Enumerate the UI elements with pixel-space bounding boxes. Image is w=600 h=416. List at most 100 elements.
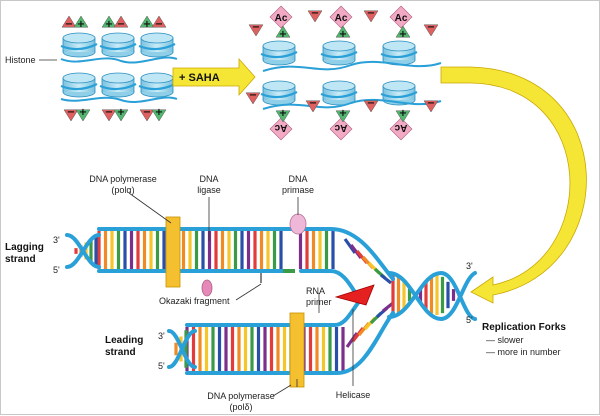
histone-tail-bottom: −: [139, 107, 155, 122]
svg-text:+: +: [399, 29, 407, 40]
svg-text:−: −: [249, 90, 257, 101]
lagging-five-prime: 5': [53, 265, 60, 275]
parental-strand-a: [387, 271, 477, 322]
svg-text:+: +: [399, 108, 407, 119]
histone-tail-top: +: [275, 25, 291, 40]
acetyl-tag: Ac: [269, 5, 293, 29]
histone-tail-top: +: [395, 25, 411, 40]
dna-polymerase-delta-label: DNA polymerase: [207, 391, 275, 401]
svg-text:−: −: [155, 19, 163, 30]
svg-text:+: +: [117, 107, 125, 118]
svg-text:−: −: [367, 8, 375, 19]
dna-ligase-sub-label: ligase: [197, 185, 221, 195]
dna-primase-sub-label: primase: [282, 185, 314, 195]
svg-text:+: +: [143, 19, 151, 30]
leading-strand-label: Leading: [105, 335, 143, 346]
acetyl-tag: Ac: [329, 117, 353, 141]
svg-text:Ac: Ac: [395, 13, 408, 24]
leading-strand-sub-label: strand: [105, 347, 136, 358]
replication-forks-title: Replication Forks: [482, 322, 566, 333]
svg-text:−: −: [252, 22, 260, 33]
acetyl-tag: Ac: [389, 117, 413, 141]
svg-text:+: +: [77, 19, 85, 30]
svg-text:Ac: Ac: [274, 122, 287, 133]
svg-text:Ac: Ac: [275, 13, 288, 24]
histone-cluster-after: [260, 40, 442, 110]
histone-spool-icon: [260, 40, 298, 66]
histone-tail-bottom: +: [395, 108, 411, 123]
svg-text:Ac: Ac: [335, 13, 348, 24]
lagging-three-prime: 3': [53, 235, 60, 245]
svg-text:+: +: [79, 107, 87, 118]
helicase-wedge-icon: [334, 284, 375, 306]
histone-spool-icon: [320, 80, 358, 106]
histone-tail-top: −: [113, 15, 129, 30]
lagging-strand-label: Lagging: [5, 242, 44, 253]
dna-ligase: [201, 279, 213, 297]
svg-text:−: −: [309, 98, 317, 109]
dna-polymerase-alpha-sub-label: (polα): [111, 185, 134, 195]
svg-text:Ac: Ac: [334, 122, 347, 133]
leading-five-prime: 5': [158, 361, 165, 371]
histone-spool-icon: [380, 80, 418, 106]
svg-text:−: −: [65, 19, 73, 30]
histone-tail-bottom: −: [245, 90, 261, 105]
acetyl-tag: Ac: [329, 5, 353, 29]
acetyl-tag: Ac: [269, 117, 293, 141]
base-pair: [382, 301, 394, 313]
histone-tail-top: −: [151, 15, 167, 30]
histone-tail-top: +: [73, 15, 89, 30]
histone-tail-bottom: −: [63, 107, 79, 122]
dna-primase-label: DNA: [288, 174, 307, 184]
svg-text:−: −: [311, 8, 319, 19]
saha-arrow-icon: + SAHA: [172, 57, 256, 97]
histone-tail-top: −: [307, 8, 323, 23]
svg-text:+: +: [339, 108, 347, 119]
histone-spool-icon: [380, 40, 418, 66]
svg-text:+: +: [155, 107, 163, 118]
dna-polymerase-alpha: [165, 216, 181, 288]
histone-tail-bottom: +: [151, 107, 167, 122]
svg-text:−: −: [117, 19, 125, 30]
histone-spool-icon: [138, 72, 176, 98]
svg-text:+: +: [105, 19, 113, 30]
svg-text:−: −: [143, 107, 151, 118]
histone-spool-icon: [99, 72, 137, 98]
svg-text:Ac: Ac: [394, 122, 407, 133]
histone-spool-icon: [260, 80, 298, 106]
svg-text:−: −: [367, 98, 375, 109]
curved-arrow-icon: [440, 66, 587, 304]
pointer-lines: [128, 192, 354, 387]
histone-cluster-before: [60, 32, 178, 103]
histone-tail-bottom: −: [423, 98, 439, 113]
dna-ligase-label: DNA: [199, 174, 218, 184]
leading-template-strand: [167, 311, 395, 375]
parental-strand-b: [387, 270, 477, 321]
base-pair: [380, 273, 392, 285]
histone-tail-top: −: [61, 15, 77, 30]
leading-three-prime: 3': [158, 331, 165, 341]
histone-tail-top: +: [139, 15, 155, 30]
dna-primase: [289, 213, 307, 235]
histone-tail-bottom: +: [113, 107, 129, 122]
svg-text:+: +: [279, 108, 287, 119]
helicase-label: Helicase: [336, 390, 371, 400]
replication-forks-more: — more in number: [486, 347, 561, 357]
rna-primer-sub-label: primer: [306, 297, 332, 307]
svg-text:−: −: [427, 22, 435, 33]
histone-tails-before: −++−+−−+−+−+: [61, 15, 167, 122]
replication-forks-slower: — slower: [486, 335, 524, 345]
histone-spool-icon: [320, 40, 358, 66]
histone-tail-bottom: +: [335, 108, 351, 123]
histone-tail-bottom: −: [101, 107, 117, 122]
histone-tail-top: −: [363, 8, 379, 23]
dna-polymerase-delta-sub-label: (polδ): [229, 402, 252, 412]
histone-tail-bottom: −: [363, 98, 379, 113]
histone-tail-bottom: +: [75, 107, 91, 122]
okazaki-fragment-label: Okazaki fragment: [159, 296, 230, 306]
histone-spool-icon: [60, 72, 98, 98]
fork-three-prime: 3': [466, 261, 473, 271]
